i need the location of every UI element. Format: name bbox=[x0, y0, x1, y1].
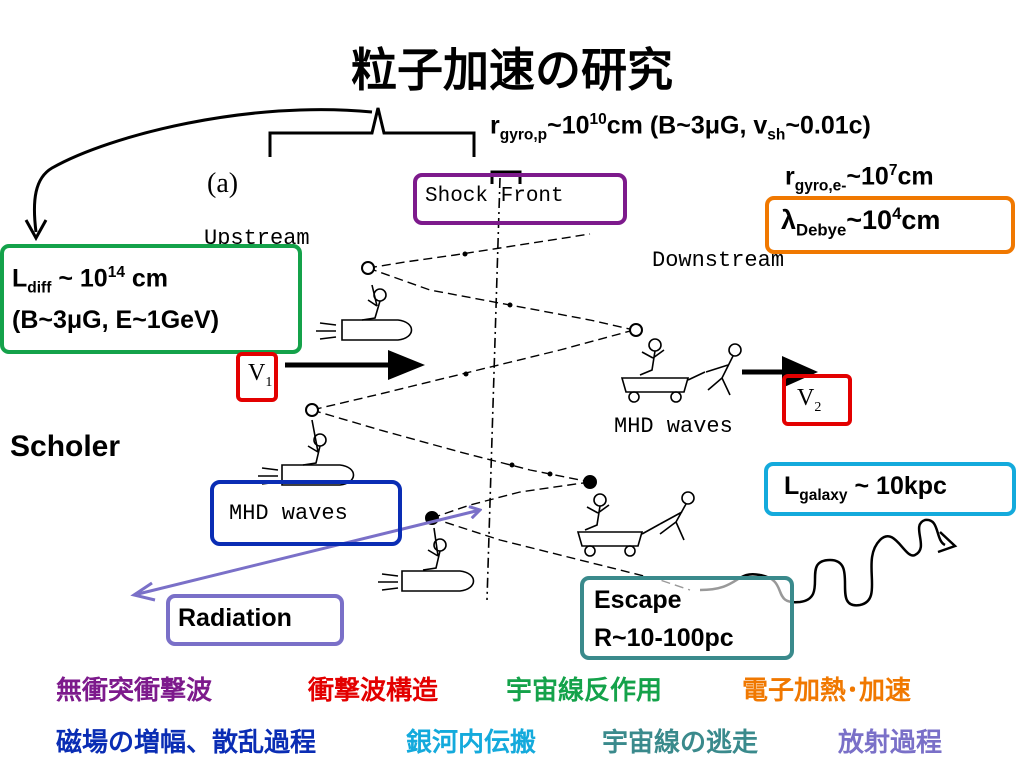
keyword-radiation-process: 放射過程 bbox=[838, 728, 943, 758]
escape-box bbox=[580, 576, 794, 660]
lgalaxy-annotation: Lgalaxy ~ 10kpc bbox=[784, 472, 947, 504]
keyword-field-amplification: 磁場の増幅、散乱過程 bbox=[56, 728, 317, 758]
keyword-shock-structure: 衝撃波構造 bbox=[308, 676, 439, 706]
escape-arrowhead bbox=[937, 531, 958, 554]
slide-title: 粒子加速の研究 bbox=[351, 43, 673, 97]
v1-label: V1 bbox=[248, 360, 273, 390]
ldiff-conditions: (B~3μG, E~1GeV) bbox=[12, 306, 220, 334]
wagon-figures bbox=[576, 338, 742, 557]
keyword-cosmic-ray-feedback: 宇宙線反作用 bbox=[506, 676, 663, 706]
debye-annotation: λDebye~104cm bbox=[781, 204, 941, 240]
upstream-flow-arrowhead bbox=[388, 350, 425, 380]
v2-box bbox=[782, 374, 852, 426]
rgyro-p-annotation: rgyro,p~1010cm (B~3μG, vsh~0.01c) bbox=[490, 111, 871, 144]
bracket-arrow bbox=[32, 108, 373, 233]
debye-box bbox=[765, 196, 1015, 254]
scale-bracket bbox=[268, 107, 476, 157]
ldiff-annotation: Ldiff ~ 1014 cm bbox=[12, 264, 169, 297]
panel-label: (a) bbox=[207, 168, 239, 199]
v2-label: V2 bbox=[797, 385, 822, 415]
shock-front-label: Shock Front bbox=[425, 185, 564, 208]
keyword-electron-heating: 電子加熱･加速 bbox=[742, 676, 912, 706]
bracket-arrowhead bbox=[24, 219, 48, 242]
shock-front-box bbox=[413, 173, 627, 225]
downstream-label: Downstream bbox=[652, 248, 785, 273]
keyword-cosmic-ray-escape: 宇宙線の逃走 bbox=[602, 728, 759, 758]
escape-radius: R~10-100pc bbox=[594, 624, 734, 652]
v1-box bbox=[236, 352, 278, 402]
mhd-waves-box bbox=[210, 480, 402, 546]
surfer-figures bbox=[258, 284, 475, 592]
mhd-waves-downstream-label: MHD waves bbox=[614, 414, 733, 439]
rgyro-e-annotation: rgyro,e-~107cm bbox=[785, 162, 934, 195]
scholer-label: Scholer bbox=[10, 430, 121, 463]
radiation-box bbox=[166, 594, 344, 646]
radiation-arrowhead bbox=[130, 581, 156, 602]
keyword-galactic-propagation: 銀河内伝搬 bbox=[406, 728, 537, 758]
ldiff-box bbox=[0, 244, 302, 354]
radiation-label: Radiation bbox=[178, 604, 292, 632]
downstream-flow-arrowhead bbox=[782, 356, 818, 388]
lgalaxy-box bbox=[764, 462, 1016, 516]
keyword-collisionless-shock: 無衝突衝撃波 bbox=[56, 676, 213, 706]
trajectory-markers bbox=[462, 251, 553, 477]
shock-bracket bbox=[490, 170, 522, 184]
mhd-waves-upstream-label: MHD waves bbox=[229, 501, 348, 526]
escape-label: Escape bbox=[594, 586, 682, 614]
particle-dots bbox=[305, 261, 643, 525]
radiation-arrow bbox=[137, 510, 480, 596]
